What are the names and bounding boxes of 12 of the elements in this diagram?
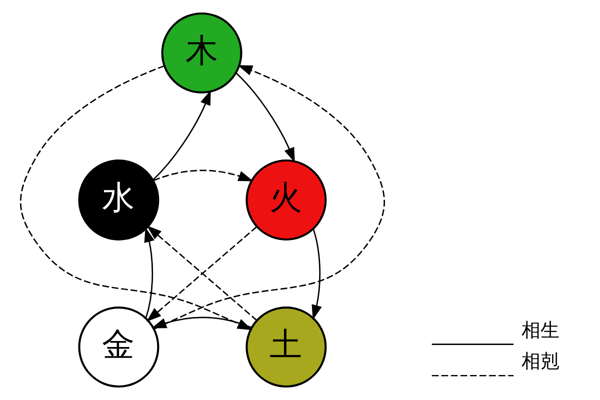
arrow — [153, 170, 254, 182]
legend-label: 相剋 — [522, 350, 560, 373]
arrow — [144, 227, 154, 318]
legend-label: 相生 — [522, 319, 560, 342]
node-circle: 火 — [246, 160, 327, 240]
arrow — [312, 229, 322, 320]
arrow — [152, 90, 211, 180]
node-circle: 金 — [78, 306, 160, 388]
node-circle: 土 — [246, 306, 327, 388]
node-circle: 水 — [78, 160, 160, 240]
node-circle: 木 — [161, 12, 242, 94]
arrow — [236, 72, 295, 163]
